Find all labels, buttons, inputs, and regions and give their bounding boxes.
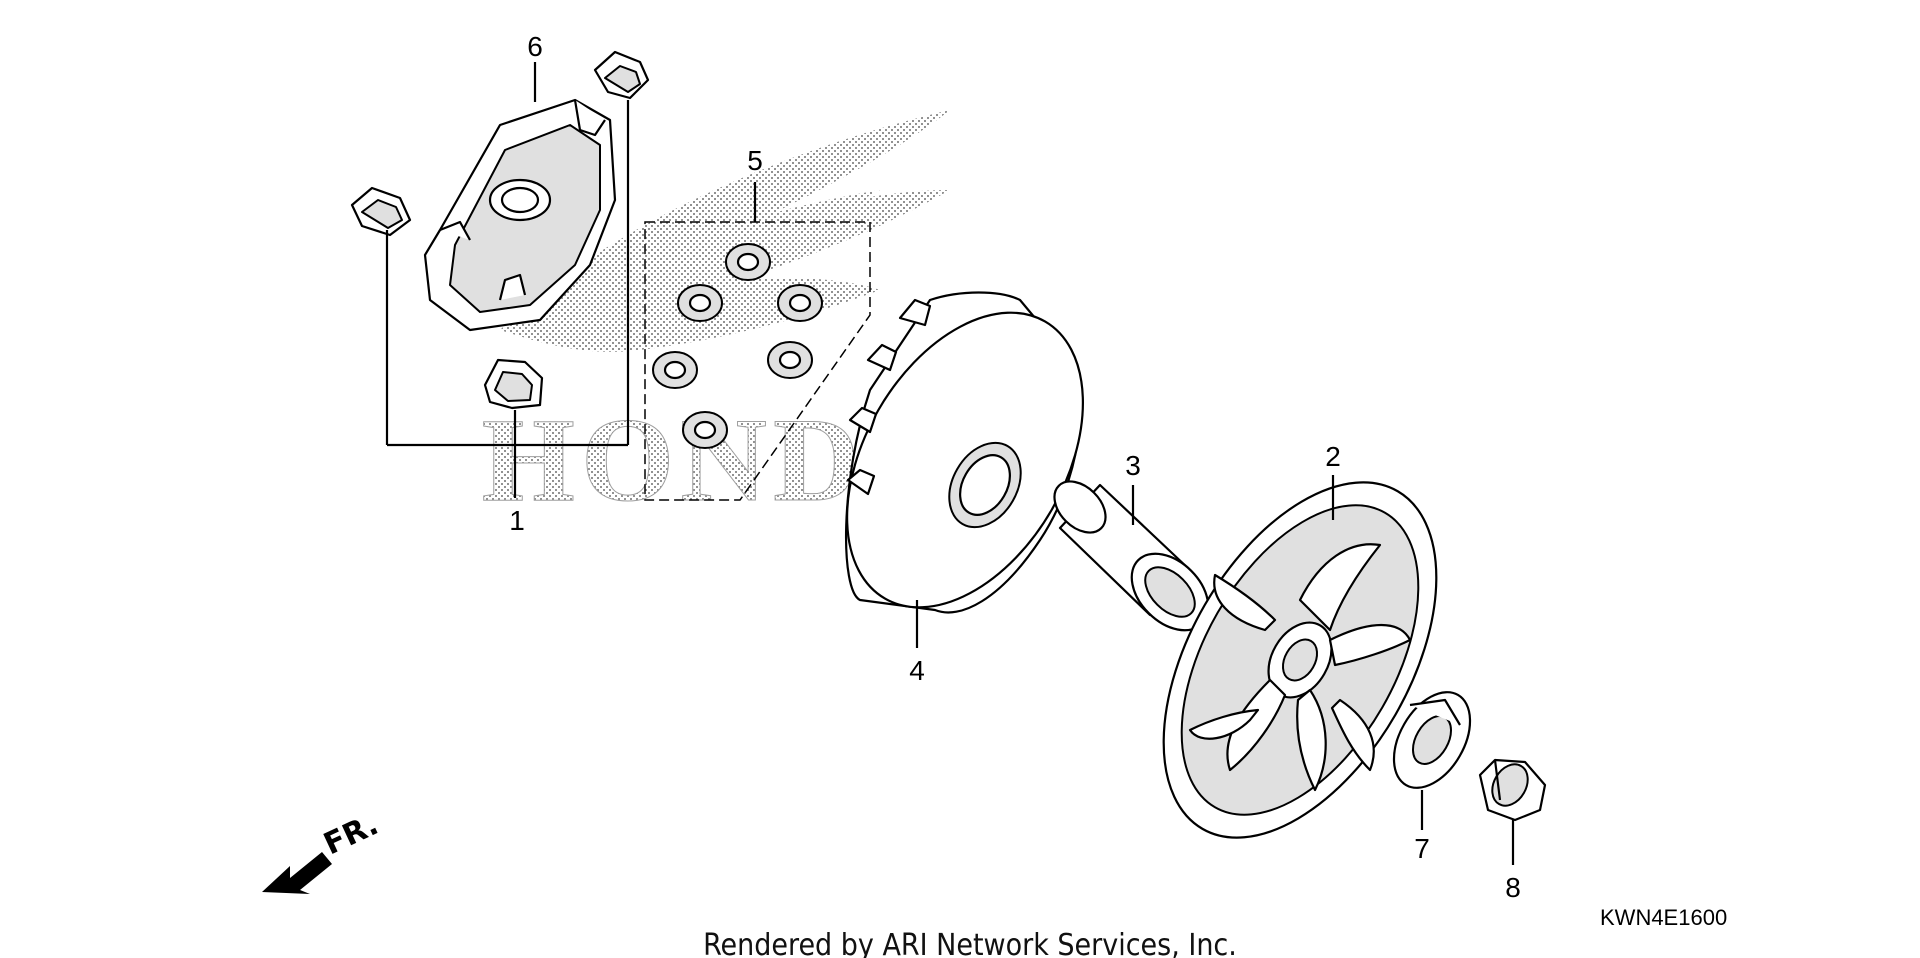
callout-part-8[interactable]: 8 [1505,872,1521,903]
render-credit: Rendered by ARI Network Services, Inc. [703,928,1237,958]
part-1-leader [385,100,630,498]
slider-part [350,50,650,410]
diagram-code: KWN4E1600 [1600,905,1727,930]
weight-roller-set [644,182,871,501]
roller [652,351,698,389]
roller [777,284,823,322]
nut-part [1478,758,1547,822]
front-direction-indicator: FR. [262,807,384,894]
front-arrow-icon [262,852,332,894]
callout-part-7[interactable]: 7 [1414,833,1430,864]
washer-part [1392,691,1472,789]
front-direction-label: FR. [319,807,384,862]
roller [682,411,728,449]
drive-face-part [1162,481,1438,839]
callout-part-6[interactable]: 6 [527,31,543,62]
movable-drive-face-part [844,291,1084,614]
callout-part-5[interactable]: 5 [747,145,763,176]
callout-part-2[interactable]: 2 [1325,441,1341,472]
roller [677,284,723,322]
ramp-plate-part [423,98,617,332]
roller [725,243,771,281]
callout-part-4[interactable]: 4 [909,655,925,686]
callout-part-3[interactable]: 3 [1125,450,1141,481]
roller [767,341,813,379]
collar-part [1053,480,1210,632]
callout-part-1[interactable]: 1 [509,505,525,536]
